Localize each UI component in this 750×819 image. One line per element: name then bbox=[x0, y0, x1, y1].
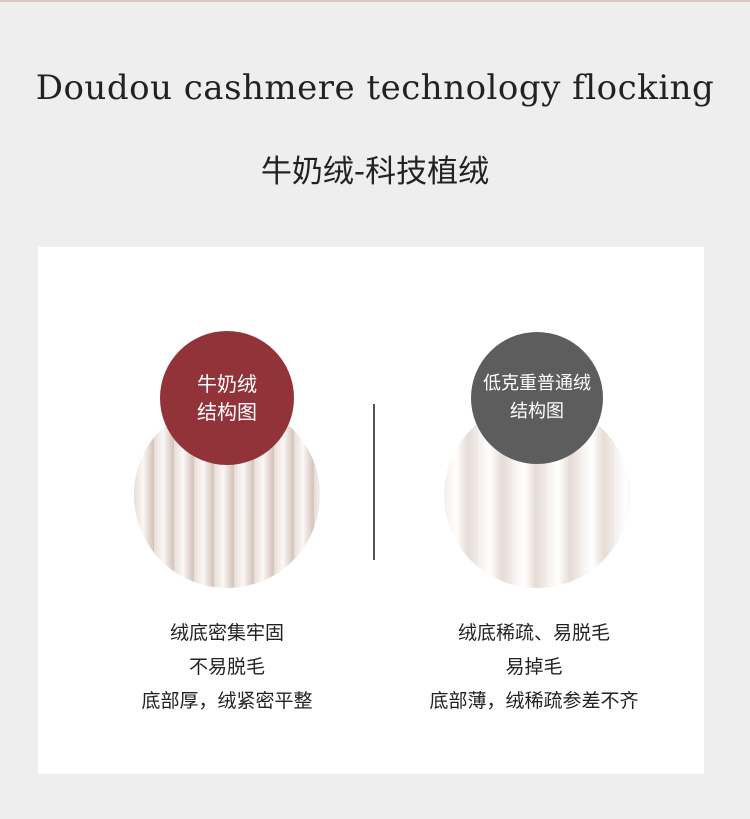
badge-line: 牛奶绒 bbox=[197, 372, 257, 396]
regular-velvet-badge: 低克重普通绒 结构图 bbox=[471, 332, 603, 464]
top-border bbox=[0, 0, 750, 2]
divider bbox=[373, 404, 375, 560]
desc-line: 绒底稀疏、易脱毛 bbox=[457, 622, 610, 644]
desc-line: 绒底密集牢固 bbox=[169, 622, 284, 644]
english-title: Doudou cashmere technology flocking bbox=[35, 68, 715, 108]
desc-line: 底部厚，绒紧密平整 bbox=[141, 690, 313, 712]
badge-line: 低克重普通绒 bbox=[483, 373, 591, 394]
left-description: 绒底密集牢固 不易脱毛 底部厚，绒紧密平整 bbox=[77, 616, 377, 718]
desc-line: 不易脱毛 bbox=[188, 656, 265, 678]
desc-line: 易掉毛 bbox=[505, 656, 563, 678]
badge-line: 结构图 bbox=[510, 401, 564, 422]
badge-line: 结构图 bbox=[197, 400, 257, 424]
milk-velvet-badge: 牛奶绒 结构图 bbox=[160, 331, 294, 465]
desc-line: 底部薄，绒稀疏参差不齐 bbox=[429, 690, 639, 712]
right-description: 绒底稀疏、易脱毛 易掉毛 底部薄，绒稀疏参差不齐 bbox=[384, 616, 684, 718]
chinese-title: 牛奶绒-科技植绒 bbox=[260, 154, 490, 190]
